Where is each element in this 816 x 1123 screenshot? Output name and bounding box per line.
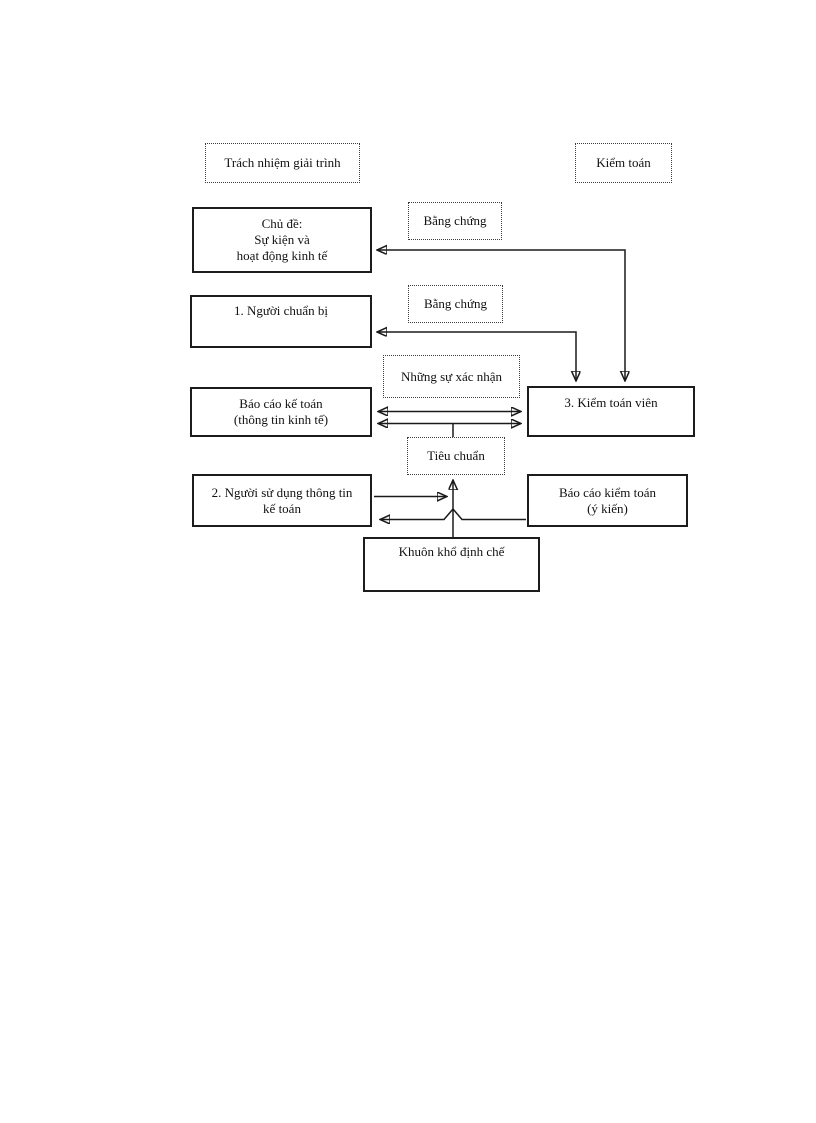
box-evidence-mid-label: Bằng chứng	[423, 296, 487, 311]
box-users-line: kế toán	[263, 500, 301, 516]
box-users-line: 2. Người sử dụng thông tin	[211, 484, 353, 500]
arrow-audit-report-to-users	[380, 507, 526, 520]
box-subject: Chủ đề: Sự kiện và hoạt động kinh tế	[192, 207, 372, 273]
box-framework: Khuôn khổ định chế	[363, 537, 540, 592]
box-evidence-mid: Bằng chứng	[408, 285, 503, 323]
box-framework-label: Khuôn khổ định chế	[398, 544, 505, 559]
box-evidence-top: Bằng chứng	[408, 202, 502, 240]
box-audit-report: Báo cáo kiểm toán (ý kiến)	[527, 474, 688, 527]
box-accounting-report: Báo cáo kế toán (thông tin kinh tế)	[190, 387, 372, 437]
box-evidence-top-label: Bằng chứng	[423, 213, 487, 228]
box-audit: Kiểm toán	[575, 143, 672, 183]
box-subject-line: hoạt động kinh tế	[236, 248, 328, 263]
box-assertions-label: Những sự xác nhận	[400, 368, 503, 384]
box-accountability: Trách nhiệm giải trình	[205, 143, 360, 183]
box-audit-label: Kiểm toán	[596, 155, 651, 170]
box-subject-line: Sự kiện và	[254, 232, 310, 247]
box-accounting-report-line: (thông tin kinh tế)	[233, 412, 329, 427]
box-accounting-report-line: Báo cáo kế toán	[239, 396, 323, 411]
box-audit-report-line: (ý kiến)	[587, 500, 628, 516]
box-preparer: 1. Người chuẩn bị	[190, 295, 372, 348]
box-subject-line: Chủ đề:	[261, 216, 303, 231]
box-audit-report-line: Báo cáo kiểm toán	[558, 484, 657, 500]
box-auditor: 3. Kiểm toán viên	[527, 386, 695, 437]
box-criteria: Tiêu chuẩn	[407, 437, 505, 475]
box-auditor-label: 3. Kiểm toán viên	[564, 395, 658, 410]
box-accountability-label: Trách nhiệm giải trình	[224, 155, 341, 170]
box-criteria-label: Tiêu chuẩn	[427, 448, 485, 463]
box-users: 2. Người sử dụng thông tin kế toán	[192, 474, 372, 527]
box-assertions: Những sự xác nhận	[383, 355, 520, 398]
box-preparer-label: 1. Người chuẩn bị	[233, 303, 329, 318]
